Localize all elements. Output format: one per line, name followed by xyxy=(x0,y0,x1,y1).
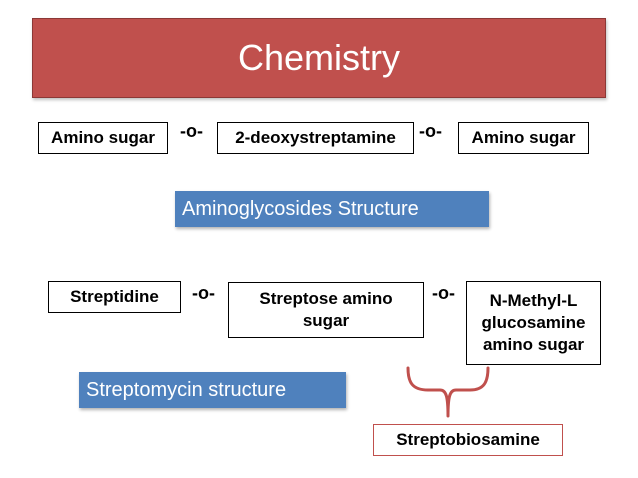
aminoglycosides-structure-label: Aminoglycosides Structure xyxy=(175,191,489,227)
amino-sugar-right-label: Amino sugar xyxy=(471,128,576,147)
deoxystreptamine-label: 2-deoxystreptamine xyxy=(235,128,396,147)
curly-brace-icon xyxy=(406,366,490,418)
methyl-glucosamine-label: N-Methyl-L glucosamine amino sugar xyxy=(481,291,586,354)
glycosidic-link-1: -o- xyxy=(180,121,203,141)
page-title: Chemistry xyxy=(237,37,401,78)
streptobiosamine-box: Streptobiosamine xyxy=(373,424,563,456)
glycosidic-link-3: -o- xyxy=(192,283,215,303)
amino-sugar-left-label: Amino sugar xyxy=(51,128,155,147)
streptose-label: Streptose amino sugar xyxy=(259,289,393,330)
deoxystreptamine-box: 2-deoxystreptamine xyxy=(217,122,414,154)
glycosidic-link-2: -o- xyxy=(419,121,442,141)
amino-sugar-right-box: Amino sugar xyxy=(458,122,589,154)
streptomycin-structure-label: Streptomycin structure xyxy=(79,372,346,408)
title-banner: Chemistry xyxy=(32,18,606,98)
amino-sugar-left-box: Amino sugar xyxy=(38,122,168,154)
aminoglycosides-structure-text: Aminoglycosides Structure xyxy=(182,197,419,220)
glycosidic-link-4: -o- xyxy=(432,283,455,303)
streptobiosamine-label: Streptobiosamine xyxy=(396,430,540,449)
streptidine-box: Streptidine xyxy=(48,281,181,313)
streptidine-label: Streptidine xyxy=(70,287,159,306)
streptose-box: Streptose amino sugar xyxy=(228,282,424,338)
streptomycin-structure-text: Streptomycin structure xyxy=(86,378,287,401)
methyl-glucosamine-box: N-Methyl-L glucosamine amino sugar xyxy=(466,281,601,365)
